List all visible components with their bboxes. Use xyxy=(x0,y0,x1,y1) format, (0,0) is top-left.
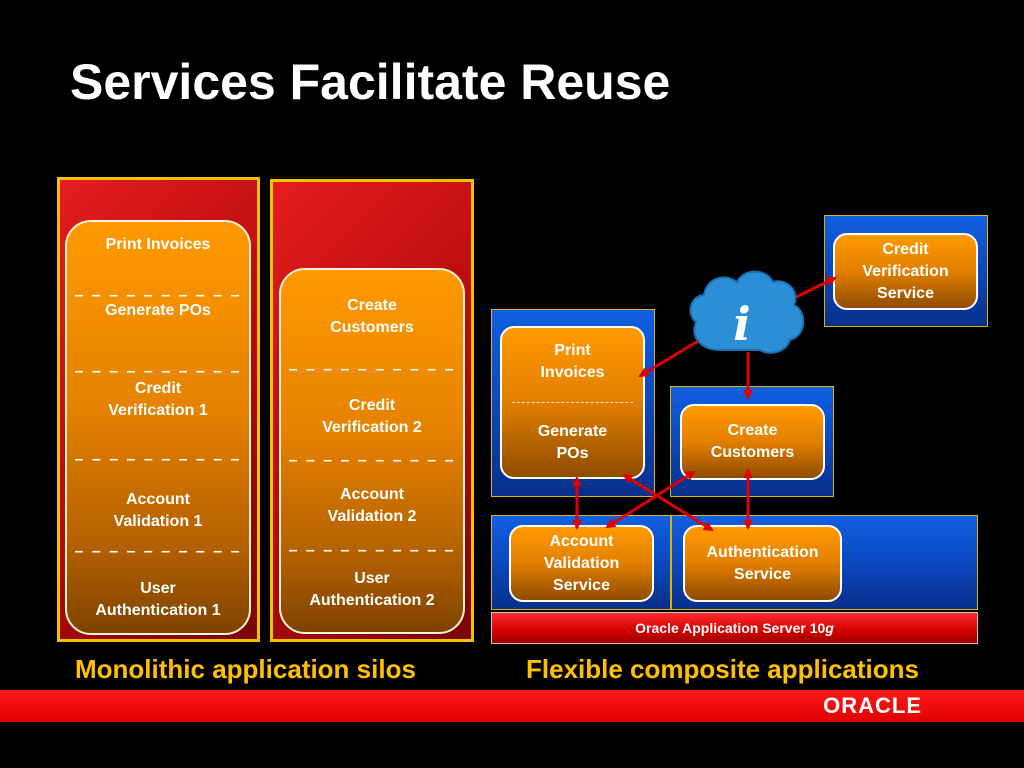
caption-composite: Flexible composite applications xyxy=(526,654,919,684)
silo2-divider-1: – – – – – – – – – – xyxy=(288,361,456,378)
info-cloud-icon: i xyxy=(689,270,805,354)
component-divider xyxy=(512,402,633,403)
silo2-user-authentication: User Authentication 2 xyxy=(309,570,435,609)
silo-column-1: Print Invoices – – – – – – – – – – Gener… xyxy=(65,220,251,635)
footer-bar xyxy=(0,690,1024,722)
account-validation-service-box: Account Validation Service xyxy=(509,525,654,602)
silo1-print-invoices: Print Invoices xyxy=(105,236,211,253)
oracle-logo: ORACLE xyxy=(823,693,922,718)
create-customers-box: Create Customers xyxy=(680,404,825,480)
silo-column-2: Create Customers – – – – – – – – – – Cre… xyxy=(279,268,465,634)
print-invoices-generate-pos-box: Print Invoices Generate POs xyxy=(500,326,645,479)
silo1-divider-4: – – – – – – – – – – xyxy=(74,543,242,560)
silo2-create-customers: Create Customers xyxy=(330,297,414,336)
slide-title: Services Facilitate Reuse xyxy=(70,54,671,110)
silo1-divider-3: – – – – – – – – – – xyxy=(74,451,242,468)
credit-verification-service-box: Credit Verification Service xyxy=(833,233,978,310)
silo1-divider-1: – – – – – – – – – – xyxy=(74,287,242,304)
arrow-generate-pos-authentication xyxy=(622,473,714,532)
silo-frame-1: Print Invoices – – – – – – – – – – Gener… xyxy=(57,177,260,642)
authentication-service-box: Authentication Service xyxy=(683,525,842,602)
silo1-credit-verification: Credit Verification 1 xyxy=(108,380,208,419)
app-server-label: Oracle Application Server 10 xyxy=(635,620,826,636)
silo1-account-validation: Account Validation 1 xyxy=(113,491,203,530)
silo1-user-authentication: User Authentication 1 xyxy=(95,580,221,619)
arrows xyxy=(572,276,837,532)
silo2-divider-3: – – – – – – – – – – xyxy=(288,542,456,559)
app-server-suffix: g xyxy=(825,620,834,636)
print-invoices-label: Print Invoices xyxy=(540,342,605,381)
arrow-cloud-to-print-invoices xyxy=(638,333,709,378)
caption-monolithic: Monolithic application silos xyxy=(75,654,416,684)
silo2-credit-verification: Credit Verification 2 xyxy=(322,397,422,436)
silo2-account-validation: Account Validation 2 xyxy=(327,486,417,525)
silo1-generate-pos: Generate POs xyxy=(105,302,211,319)
silo-frame-2: Create Customers – – – – – – – – – – Cre… xyxy=(270,179,474,642)
silo2-divider-2: – – – – – – – – – – xyxy=(288,452,456,469)
svg-text:i: i xyxy=(733,297,750,351)
silo1-divider-2: – – – – – – – – – – xyxy=(74,363,242,380)
generate-pos-label: Generate POs xyxy=(537,423,608,462)
arrow-create-customers-account-validation xyxy=(605,470,696,529)
